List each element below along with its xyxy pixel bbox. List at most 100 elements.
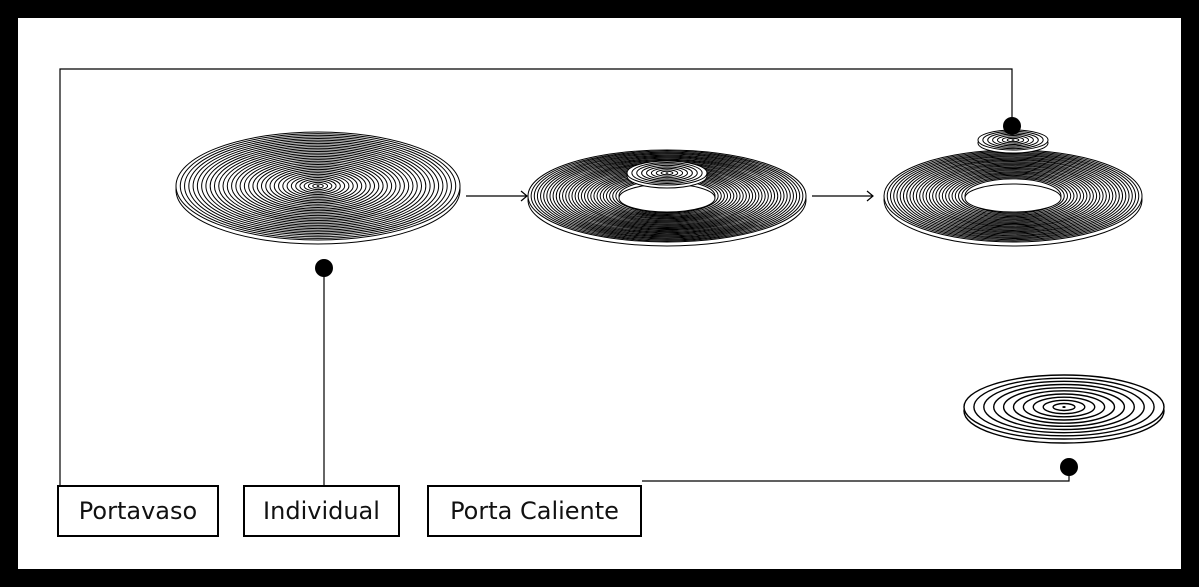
disc-ring: [1001, 136, 1025, 144]
disc-ring: [958, 176, 1068, 216]
disc-ring: [192, 138, 444, 234]
disc-ring: [646, 166, 688, 180]
disc-ring: [179, 133, 457, 239]
coaster-disc-portavaso: [977, 129, 1049, 154]
disc-ring: [265, 165, 371, 207]
connector-portavaso: [59, 68, 1013, 485]
coaster-disc-porta-caliente: [963, 374, 1165, 444]
disc-ring: [945, 171, 1081, 221]
disc-ring: [1011, 139, 1015, 141]
disc-ring: [209, 144, 427, 228]
disc-ring: [239, 155, 397, 217]
diagram-panel: [18, 18, 1181, 569]
disc-ring: [631, 161, 703, 185]
disc-center-hole: [964, 183, 1062, 213]
disc-ring: [540, 153, 794, 239]
disc-ring: [213, 146, 423, 226]
disc-ring: [273, 168, 363, 204]
disc-ring: [1032, 396, 1096, 418]
disc-ring: [996, 135, 1030, 145]
disc-ring: [896, 154, 1130, 238]
arrow-right-icon: [520, 190, 528, 202]
connector-porta-caliente: [642, 467, 1070, 482]
disc-ring: [218, 147, 418, 225]
disc-ring: [919, 162, 1107, 230]
disc-ring: [932, 166, 1094, 226]
label-individual: Individual: [243, 485, 400, 537]
disc-ring: [248, 159, 388, 213]
disc-ring: [655, 169, 679, 177]
disc-ring: [243, 157, 393, 215]
disc-ring: [636, 163, 698, 183]
disc-ring: [188, 136, 448, 236]
disc-ring: [231, 152, 405, 220]
coaster-disc-step-2-inner: [626, 160, 708, 189]
disc-ring: [222, 149, 414, 223]
label-portavaso: Portavaso: [57, 485, 219, 537]
disc-ring: [1006, 137, 1020, 143]
coaster-disc-step-3: [883, 149, 1143, 247]
disc-ring: [954, 174, 1072, 218]
disc-ring: [973, 377, 1155, 437]
disc-ring: [558, 159, 776, 233]
disc-ring: [1042, 399, 1086, 415]
disc-ring: [536, 152, 798, 240]
disc-ring: [935, 167, 1091, 225]
disc-ring: [1062, 405, 1066, 409]
disc-ring: [902, 156, 1124, 236]
disc-ring: [948, 172, 1078, 220]
disc-ring: [312, 183, 324, 189]
disc-ring: [295, 177, 341, 195]
disc-ring: [543, 154, 791, 238]
disc-ring: [549, 156, 785, 236]
disc-ring: [983, 380, 1145, 434]
disc-ring: [650, 167, 684, 179]
disc-ring: [299, 178, 337, 194]
disc-ring: [269, 167, 367, 205]
arrow-right-icon: [866, 190, 874, 202]
disc-ring: [201, 141, 435, 231]
disc-ring: [316, 185, 320, 187]
disc-ring: [184, 134, 452, 238]
disc-ring: [552, 157, 782, 235]
filled-dot-icon: [1060, 458, 1078, 476]
disc-ring: [922, 163, 1104, 229]
disc-ring: [286, 173, 350, 199]
disc-ring: [226, 151, 410, 221]
disc-ring: [1022, 393, 1106, 421]
disc-ring: [899, 155, 1127, 237]
disc-ring: [665, 172, 669, 174]
disc-ring: [1002, 386, 1126, 428]
disc-ring: [909, 158, 1117, 234]
disc-ring: [641, 164, 693, 182]
disc-ring: [961, 177, 1065, 215]
disc-ring: [303, 180, 333, 192]
disc-ring: [205, 142, 431, 230]
disc-ring: [196, 139, 440, 233]
disc-ring: [307, 181, 329, 191]
disc-ring: [993, 383, 1136, 431]
disc-ring: [951, 173, 1075, 219]
disc-ring: [912, 159, 1114, 233]
disc-ring: [533, 151, 801, 241]
disc-ring: [555, 158, 779, 234]
coaster-disc-individual: [175, 131, 461, 245]
disc-ring: [928, 165, 1098, 227]
disc-ring: [660, 170, 674, 176]
disc-ring: [260, 164, 376, 208]
disc-ring: [938, 169, 1088, 223]
disc-ring: [282, 172, 354, 200]
disc-ring: [290, 175, 346, 197]
filled-dot-icon: [315, 259, 333, 277]
disc-ring: [278, 170, 358, 202]
filled-dot-icon: [1003, 117, 1021, 135]
disc-ring: [1012, 390, 1116, 424]
disc-ring: [235, 154, 401, 218]
disc-ring: [256, 162, 380, 210]
disc-ring: [546, 155, 788, 237]
disc-ring: [906, 157, 1120, 235]
disc-ring: [915, 161, 1111, 231]
coaster-disc-step-2: [527, 149, 807, 247]
